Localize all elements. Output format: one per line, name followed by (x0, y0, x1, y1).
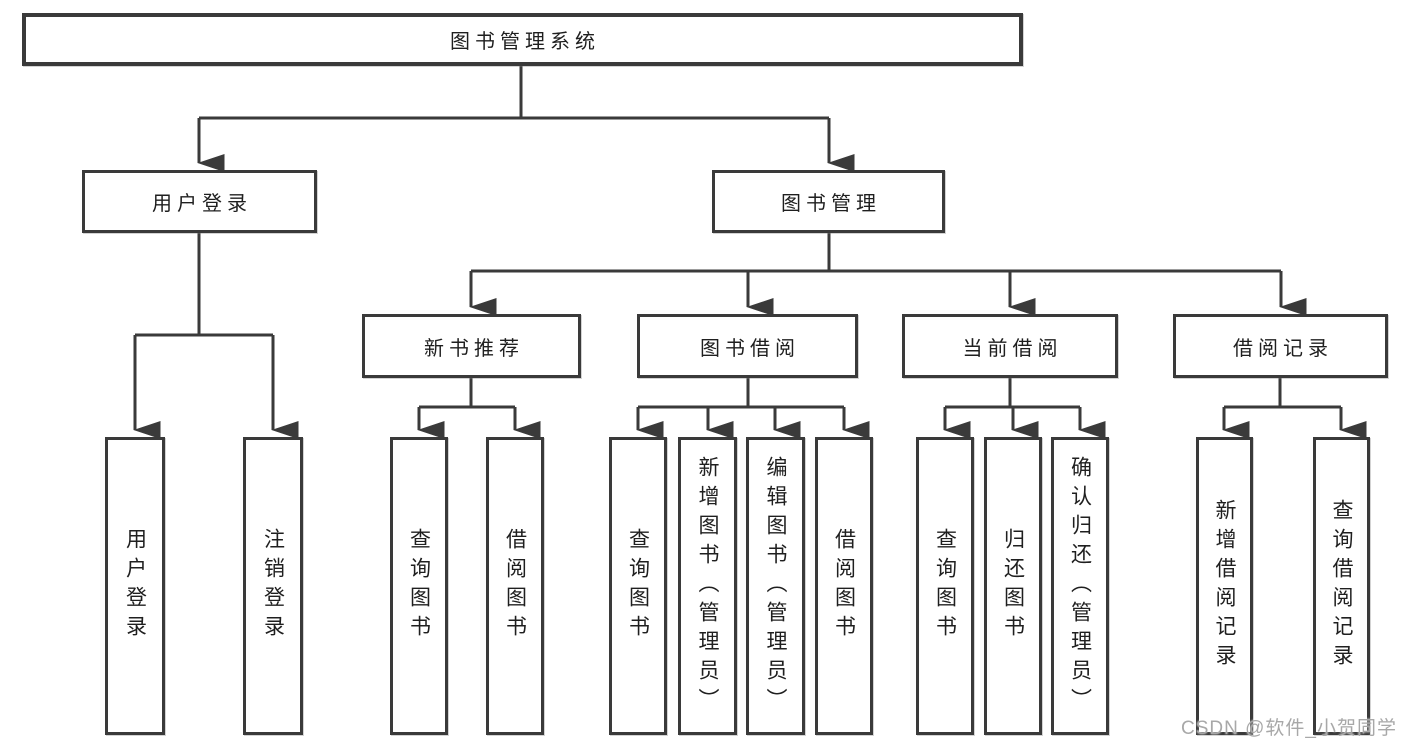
node-label: 当前借阅 (962, 337, 1063, 360)
leaf-logout: 注销登录 (243, 437, 303, 735)
leaf-query-books-borrow: 查询图书 (609, 437, 667, 735)
node-label: 图书管理系统 (450, 31, 600, 53)
leaf-user-login: 用户登录 (105, 437, 165, 735)
leaf-query-books-current: 查询图书 (916, 437, 974, 735)
node-current-borrowing: 当前借阅 (902, 314, 1118, 378)
node-label: 用户登录 (152, 193, 252, 215)
leaf-borrow-books-recommend: 借阅图书 (486, 437, 544, 735)
node-book-management: 图书管理 (712, 170, 945, 233)
node-book-borrowing: 图书借阅 (637, 314, 858, 378)
node-label: 注销登录 (261, 528, 285, 644)
leaf-return-books: 归还图书 (984, 437, 1042, 735)
node-label: 用户登录 (123, 528, 147, 644)
node-label: 借阅图书 (832, 528, 856, 644)
node-label: 查询图书 (407, 528, 431, 644)
node-label: 查询图书 (933, 528, 957, 644)
node-label: 新增借阅记录 (1213, 499, 1236, 673)
node-label: 借阅记录 (1233, 337, 1333, 360)
node-user-login: 用户登录 (82, 170, 317, 233)
node-label: 借阅图书 (503, 528, 527, 644)
node-new-book-recommendation: 新书推荐 (362, 314, 581, 378)
csdn-watermark: CSDN @软件_小贺同学 (1181, 718, 1397, 739)
node-label: 归还图书 (1001, 528, 1025, 644)
leaf-confirm-return-admin: 确认归还（管理员） (1051, 437, 1109, 735)
leaf-query-books-recommend: 查询图书 (390, 437, 448, 735)
node-label: 图书借阅 (700, 337, 800, 360)
node-label: 查询图书 (626, 528, 650, 644)
leaf-borrow-books: 借阅图书 (815, 437, 873, 735)
node-label: 查询借阅记录 (1330, 499, 1353, 673)
leaf-add-borrow-record: 新增借阅记录 (1196, 437, 1253, 735)
node-label: 新书推荐 (424, 337, 524, 360)
node-label: 图书管理 (781, 193, 881, 215)
node-label: 新增图书（管理员） (696, 455, 719, 717)
leaf-edit-books-admin: 编辑图书（管理员） (746, 437, 805, 735)
leaf-add-books-admin: 新增图书（管理员） (678, 437, 737, 735)
leaf-query-borrow-record: 查询借阅记录 (1313, 437, 1370, 735)
node-label: 确认归还（管理员） (1068, 455, 1092, 717)
node-borrowing-records: 借阅记录 (1173, 314, 1388, 378)
node-library-management-system: 图书管理系统 (22, 13, 1023, 66)
node-label: 编辑图书（管理员） (764, 455, 787, 717)
